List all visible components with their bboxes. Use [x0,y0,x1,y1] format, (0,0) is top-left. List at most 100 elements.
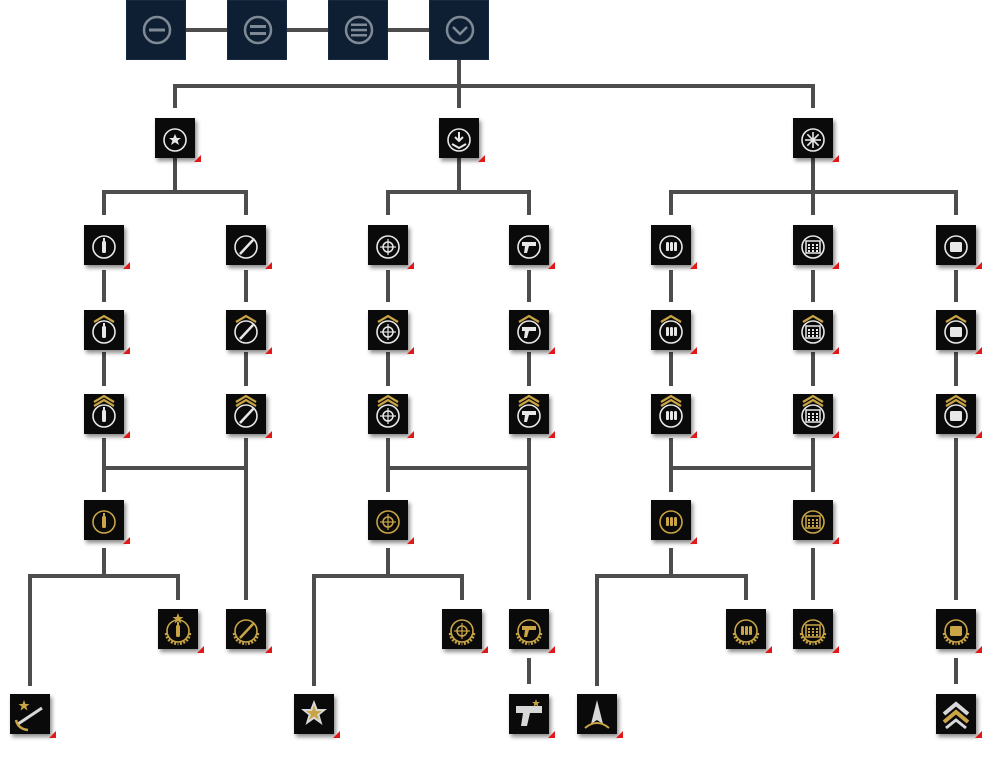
calendar-node-tier2[interactable] [793,310,839,354]
syringe-node-wreath[interactable] [226,609,272,653]
pistol-node-tier2[interactable] [509,310,555,354]
calendar-icon [801,314,825,344]
status-flag [407,537,414,544]
ammo-node-tier3[interactable] [651,394,697,438]
bottle-icon [164,613,192,646]
status-flag [407,347,414,354]
syringe-node-tier1[interactable] [226,225,272,269]
calendar-node-elite[interactable] [793,500,839,544]
crosshair-icon [376,394,400,428]
ultimate-rocket-node[interactable] [577,694,623,738]
equal-button[interactable] [227,0,287,60]
bottle-node-elite[interactable] [84,500,130,544]
status-flag [548,262,555,269]
status-flag [690,262,697,269]
status-flag [975,262,982,269]
bottle-icon [92,235,116,259]
pistol-node-tier1[interactable] [509,225,555,269]
status-flag [548,431,555,438]
status-flag [832,431,839,438]
status-flag [765,646,772,653]
ammo-node-tier2[interactable] [651,310,697,354]
status-flag [975,646,982,653]
connector-line [173,84,815,108]
crosshair-icon [448,619,476,646]
status-flag [123,537,130,544]
status-flag [194,155,201,162]
box-node-tier2[interactable] [936,310,982,354]
ultimate-pistol-node[interactable] [509,694,555,738]
connector-line [312,574,464,686]
ammo-node-tier1[interactable] [651,225,697,269]
crosshair-node-tier1[interactable] [368,225,414,269]
status-flag [975,431,982,438]
calendar-icon [799,619,827,646]
connector-line [595,574,748,686]
burst-icon [801,128,825,152]
status-flag [49,731,56,738]
star-chevron-icon [163,128,187,152]
status-flag [616,731,623,738]
syringe-icon [232,619,260,646]
status-flag [832,262,839,269]
bottle-icon [92,314,116,344]
status-flag [123,431,130,438]
box-node-tier3[interactable] [936,394,982,438]
status-flag [123,262,130,269]
bottle-node-tier1[interactable] [84,225,130,269]
crosshair-node-tier3[interactable] [368,394,414,438]
crosshair-node-wreath[interactable] [442,609,488,653]
status-flag [333,731,340,738]
box-icon [944,235,968,259]
box-icon [942,619,970,646]
ammo-node-elite[interactable] [651,500,697,544]
bottle-node-star-wreath[interactable] [158,609,204,653]
root-burst-node[interactable] [793,118,839,162]
rocket-emblem-icon [584,700,610,729]
ultimate-rifle-node[interactable] [10,694,56,738]
connector-line [102,438,246,470]
crosshair-icon [376,510,400,534]
crosshair-node-tier2[interactable] [368,310,414,354]
bottle-node-tier3[interactable] [84,394,130,438]
status-flag [690,347,697,354]
box-node-wreath[interactable] [936,609,982,653]
minus-circle-icon [142,15,172,45]
root-down-node[interactable] [439,118,485,162]
menu-button[interactable] [328,0,388,60]
calendar-icon [801,235,825,259]
status-flag [407,431,414,438]
syringe-icon [234,314,258,344]
expand-button[interactable] [429,0,489,60]
rifle-star-icon [14,700,43,732]
calendar-node-tier1[interactable] [793,225,839,269]
box-icon [944,394,968,428]
syringe-node-tier3[interactable] [226,394,272,438]
calendar-node-wreath[interactable] [793,609,839,653]
box-node-tier1[interactable] [936,225,982,269]
bottle-node-tier2[interactable] [84,310,130,354]
calendar-node-tier3[interactable] [793,394,839,438]
root-star-node[interactable] [155,118,201,162]
syringe-node-tier2[interactable] [226,310,272,354]
pistol-node-tier3[interactable] [509,394,555,438]
status-flag [832,537,839,544]
status-flag [478,155,485,162]
bottle-icon [92,394,116,428]
collapse-button[interactable] [126,0,186,60]
status-flag [197,646,204,653]
status-flag [832,347,839,354]
connector-line [102,190,248,215]
ultimate-chevron-node[interactable] [936,694,982,738]
crosshair-node-elite[interactable] [368,500,414,544]
triple-bar-circle-icon [344,15,374,45]
status-flag [265,262,272,269]
ultimate-star-node[interactable] [294,694,340,738]
pistol-node-wreath[interactable] [509,609,555,653]
box-icon [944,314,968,344]
status-flag [690,431,697,438]
ammo-icon [659,314,683,344]
ammo-node-wreath[interactable] [726,609,772,653]
